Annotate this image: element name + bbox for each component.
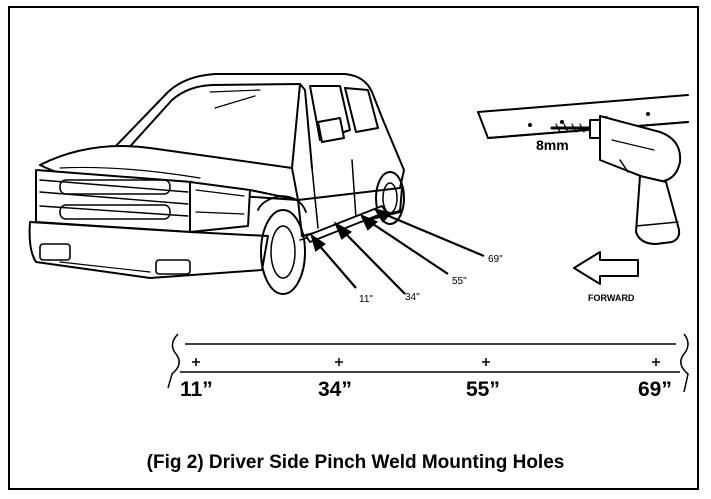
callout-label-34: 34" bbox=[405, 292, 420, 303]
hole-mark-11 bbox=[192, 358, 200, 366]
scale-hole-marks bbox=[192, 358, 660, 366]
forward-label: FORWARD bbox=[588, 293, 635, 303]
callout-arrowhead-11 bbox=[310, 233, 326, 252]
callout-label-55: 55" bbox=[452, 276, 467, 287]
forward-arrow-icon bbox=[573, 251, 639, 285]
figure-caption: (Fig 2) Driver Side Pinch Weld Mounting … bbox=[146, 452, 565, 473]
hole-mark-34 bbox=[335, 358, 343, 366]
callout-arrowhead-34 bbox=[333, 221, 352, 240]
scale-label-11: 11” bbox=[180, 378, 213, 401]
callout-arrow-11 bbox=[317, 243, 357, 289]
drill-bit-size-label: 8mm bbox=[536, 137, 569, 153]
callout-arrow-34 bbox=[343, 231, 406, 295]
scale-label-55: 55” bbox=[466, 378, 500, 401]
callout-label-69: 69" bbox=[488, 254, 503, 265]
drill-icon bbox=[589, 115, 682, 245]
scale-label-34: 34” bbox=[318, 378, 352, 401]
scale-label-69: 69” bbox=[638, 378, 672, 401]
callout-arrowhead-69 bbox=[373, 208, 393, 223]
hole-mark-69 bbox=[652, 358, 660, 366]
hole-callout-arrows bbox=[310, 208, 485, 295]
truck-illustration bbox=[28, 73, 405, 295]
hole-mark-55 bbox=[482, 358, 490, 366]
callout-arrow-69 bbox=[383, 212, 485, 258]
callout-label-11: 11" bbox=[359, 294, 373, 305]
callout-arrow-55 bbox=[369, 221, 449, 275]
pinch-weld-rail bbox=[477, 94, 689, 113]
drill-detail bbox=[477, 94, 689, 245]
callout-arrowhead-55 bbox=[359, 213, 379, 231]
measurement-scale bbox=[167, 333, 689, 393]
